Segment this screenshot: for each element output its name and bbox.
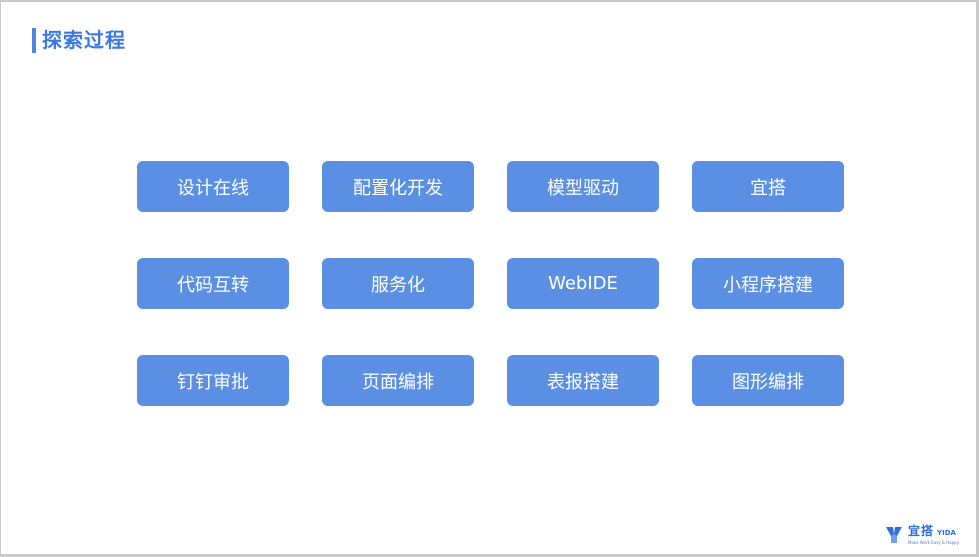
logo-tagline: Make Work Easy & Happy	[908, 539, 960, 545]
title-accent-bar	[32, 28, 36, 53]
tile-design-online[interactable]: 设计在线	[137, 161, 289, 212]
tile-dingtalk-approval[interactable]: 钉钉审批	[137, 355, 289, 406]
tile-page-layout[interactable]: 页面编排	[322, 355, 474, 406]
tile-graph-layout[interactable]: 图形编排	[692, 355, 844, 406]
logo-texts: 宜搭 YIDA Make Work Easy & Happy	[908, 523, 960, 546]
tile-webide[interactable]: WebIDE	[507, 258, 659, 309]
logo-name-en: YIDA	[937, 528, 956, 537]
tile-model-driven[interactable]: 模型驱动	[507, 161, 659, 212]
slide-title: 探索过程	[42, 28, 126, 52]
tile-config-dev[interactable]: 配置化开发	[322, 161, 474, 212]
topic-grid: 设计在线 配置化开发 模型驱动 宜搭 代码互转 服务化 WebIDE 小程序搭建…	[137, 161, 844, 406]
tile-servitization[interactable]: 服务化	[322, 258, 474, 309]
logo-name-cn: 宜搭	[908, 523, 935, 538]
tile-code-conversion[interactable]: 代码互转	[137, 258, 289, 309]
yida-logo-icon	[884, 525, 904, 545]
tile-yida[interactable]: 宜搭	[692, 161, 844, 212]
yida-logo: 宜搭 YIDA Make Work Easy & Happy	[884, 523, 959, 547]
logo-name-row: 宜搭 YIDA	[908, 523, 959, 540]
slide-header: 探索过程	[32, 28, 126, 53]
tile-report-build[interactable]: 表报搭建	[507, 355, 659, 406]
tile-miniprogram-build[interactable]: 小程序搭建	[692, 258, 844, 309]
